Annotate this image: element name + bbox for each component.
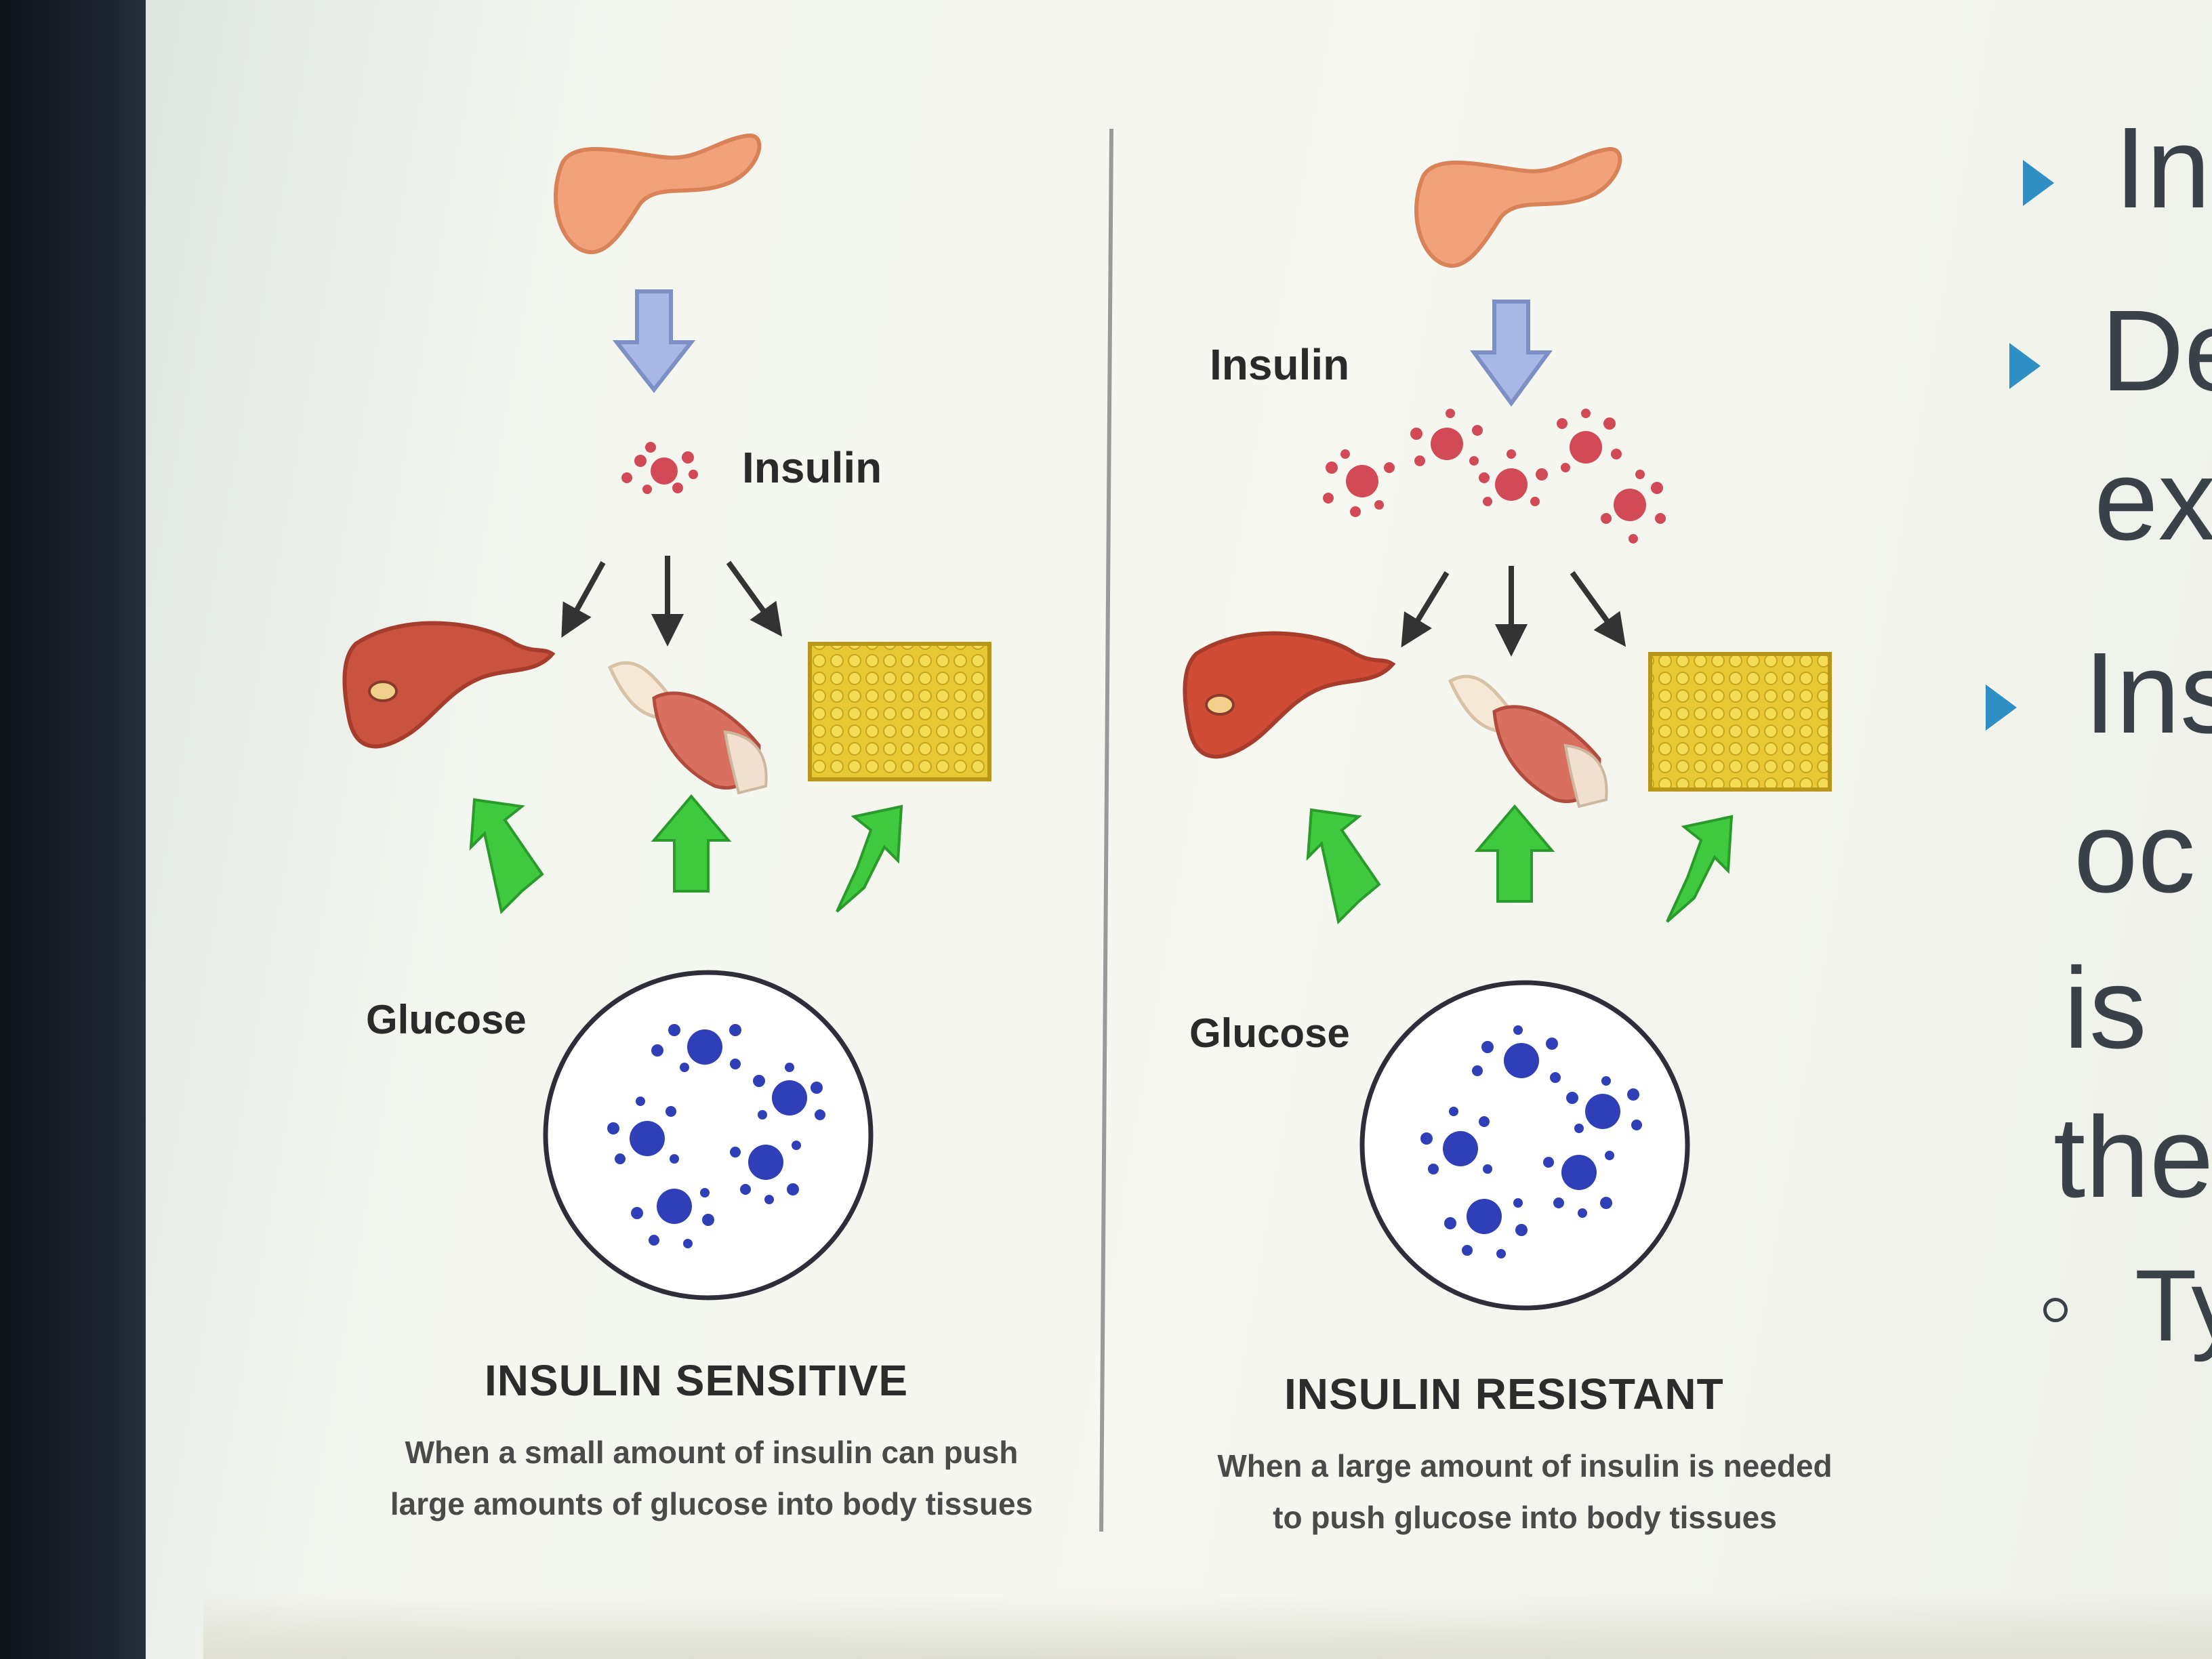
fat-tissue-icon	[808, 642, 991, 781]
pancreas-icon	[1414, 147, 1622, 268]
left-caption-line2: large amounts of glucose into body tissu…	[390, 1486, 1033, 1521]
insulin-release-arrow	[1470, 300, 1553, 407]
insulin-molecules	[1323, 409, 1666, 544]
right-panel: Insulin Glucose	[1183, 147, 1832, 1311]
glucose-circle	[1359, 980, 1690, 1311]
bullet-text: De	[2101, 287, 2212, 415]
glucose-arrow-liver	[1306, 808, 1381, 925]
right-caption-line1: When a large amount of insulin is needed	[1217, 1448, 1832, 1483]
monitor-bezel	[0, 0, 156, 1659]
bullet-triangle-icon	[2009, 343, 2041, 389]
fat-tissue-icon	[1648, 652, 1832, 792]
glucose-label: Glucose	[1189, 1010, 1350, 1056]
glucose-label: Glucose	[366, 997, 527, 1042]
sub-bullet-circle-icon	[2043, 1298, 2068, 1322]
arrow-to-fat	[1570, 571, 1626, 647]
right-heading: INSULIN RESISTANT	[1284, 1370, 1724, 1418]
bullet-triangle-icon	[2023, 160, 2054, 206]
right-caption: When a large amount of insulin is needed…	[1152, 1440, 1898, 1543]
bullet-text: Ins	[2084, 629, 2212, 758]
glucose-arrow-liver	[469, 798, 544, 915]
panel-divider	[1099, 128, 1113, 1532]
insulin-label: Insulin	[742, 443, 882, 492]
left-panel: Insulin Glucose	[342, 134, 991, 1300]
left-caption: When a small amount of insulin can push …	[339, 1427, 1084, 1530]
insulin-label: Insulin	[1210, 340, 1349, 389]
arrow-to-liver	[561, 561, 606, 638]
glucose-arrow-muscle	[651, 794, 732, 893]
insulin-release-arrow	[612, 289, 696, 393]
arrow-to-fat	[726, 560, 783, 637]
glucose-arrow-fat	[836, 804, 903, 913]
glucose-circle	[543, 970, 874, 1300]
liver-icon	[1183, 631, 1396, 759]
pancreas-icon	[554, 134, 762, 255]
glucose-arrow-fat	[1666, 815, 1734, 923]
right-caption-line2: to push glucose into body tissues	[1273, 1500, 1777, 1535]
glucose-arrow-muscle	[1474, 804, 1555, 903]
bullet-text: ex	[2094, 436, 2212, 565]
bullet-triangle-icon	[1986, 684, 2017, 731]
muscle-icon	[607, 661, 768, 795]
left-heading: INSULIN SENSITIVE	[485, 1356, 909, 1405]
bullet-text: oc	[2074, 788, 2196, 917]
insulin-molecules	[621, 442, 698, 494]
bullet-text: is	[2064, 944, 2147, 1073]
liver-icon	[342, 621, 556, 749]
bullet-text: In	[2114, 104, 2211, 232]
screen-bottom-edge	[203, 1593, 2212, 1659]
muscle-icon	[1448, 674, 1608, 808]
arrow-to-liver	[1401, 571, 1450, 648]
bullet-text: the	[2053, 1093, 2212, 1222]
left-caption-line1: When a small amount of insulin can push	[405, 1435, 1019, 1470]
bullet-text: Ty	[2135, 1248, 2212, 1362]
